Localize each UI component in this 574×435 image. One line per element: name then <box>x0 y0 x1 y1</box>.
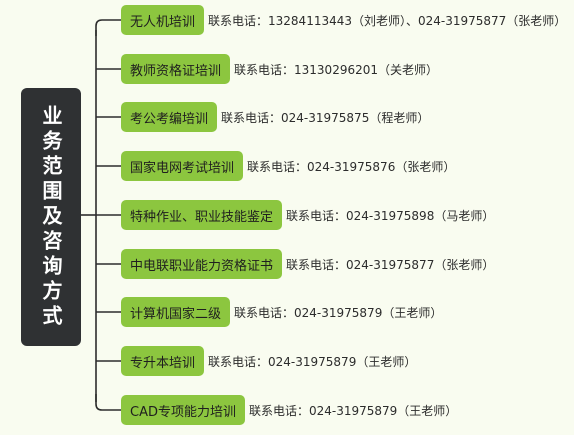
branch-label: 专升本培训 <box>121 346 205 376</box>
branch-label: 教师资格证培训 <box>121 54 231 84</box>
root-title: 业务范围及咨询方式 <box>39 104 63 330</box>
branch-contact: 联系电话：024-31975898（马老师） <box>286 208 495 223</box>
branch-label: 考公考编培训 <box>121 102 218 132</box>
branch-label: 无人机培训 <box>121 5 205 35</box>
branch-label: CAD专项能力培训 <box>121 395 245 425</box>
branch-state-grid-exam: 国家电网考试培训 联系电话：024-31975876（张老师） <box>121 151 455 181</box>
branch-label: 国家电网考试培训 <box>121 151 244 181</box>
branch-connector <box>95 19 121 36</box>
branch-computer-level-2: 计算机国家二级 联系电话：024-31975879（王老师） <box>121 297 442 327</box>
branch-label: 中电联职业能力资格证书 <box>121 249 283 279</box>
branch-cad-training: CAD专项能力培训 联系电话：024-31975879（王老师） <box>121 395 457 425</box>
branch-label: 特种作业、职业技能鉴定 <box>121 200 283 230</box>
branch-contact: 联系电话：13130296201（关老师） <box>234 62 438 77</box>
branch-contact: 联系电话：024-31975879（王老师） <box>234 305 443 320</box>
branch-contact: 联系电话：024-31975876（张老师） <box>247 159 456 174</box>
branch-label: 计算机国家二级 <box>121 297 231 327</box>
branch-contact: 联系电话：024-31975875（程老师） <box>221 110 430 125</box>
branch-contact: 联系电话：024-31975879（王老师） <box>248 403 458 418</box>
branch-teacher-certificate: 教师资格证培训 联系电话：13130296201（关老师） <box>121 54 438 84</box>
branch-drone-training: 无人机培训 联系电话：13284113443（刘老师）、024-31975877… <box>121 5 566 35</box>
root-node: 业务范围及咨询方式 <box>21 88 81 346</box>
branch-connector <box>95 394 121 411</box>
branch-upgrade-to-bachelor: 专升本培训 联系电话：024-31975879（王老师） <box>121 346 416 376</box>
branch-contact: 联系电话：024-31975877（张老师） <box>286 257 495 272</box>
branch-contact: 联系电话：13284113443（刘老师）、024-31975877（张老师） <box>208 13 567 28</box>
branch-special-operations: 特种作业、职业技能鉴定 联系电话：024-31975898（马老师） <box>121 200 494 230</box>
branch-civil-exam: 考公考编培训 联系电话：024-31975875（程老师） <box>121 102 429 132</box>
branch-contact: 联系电话：024-31975879（王老师） <box>208 354 417 369</box>
branch-cec-qualification: 中电联职业能力资格证书 联系电话：024-31975877（张老师） <box>121 249 494 279</box>
